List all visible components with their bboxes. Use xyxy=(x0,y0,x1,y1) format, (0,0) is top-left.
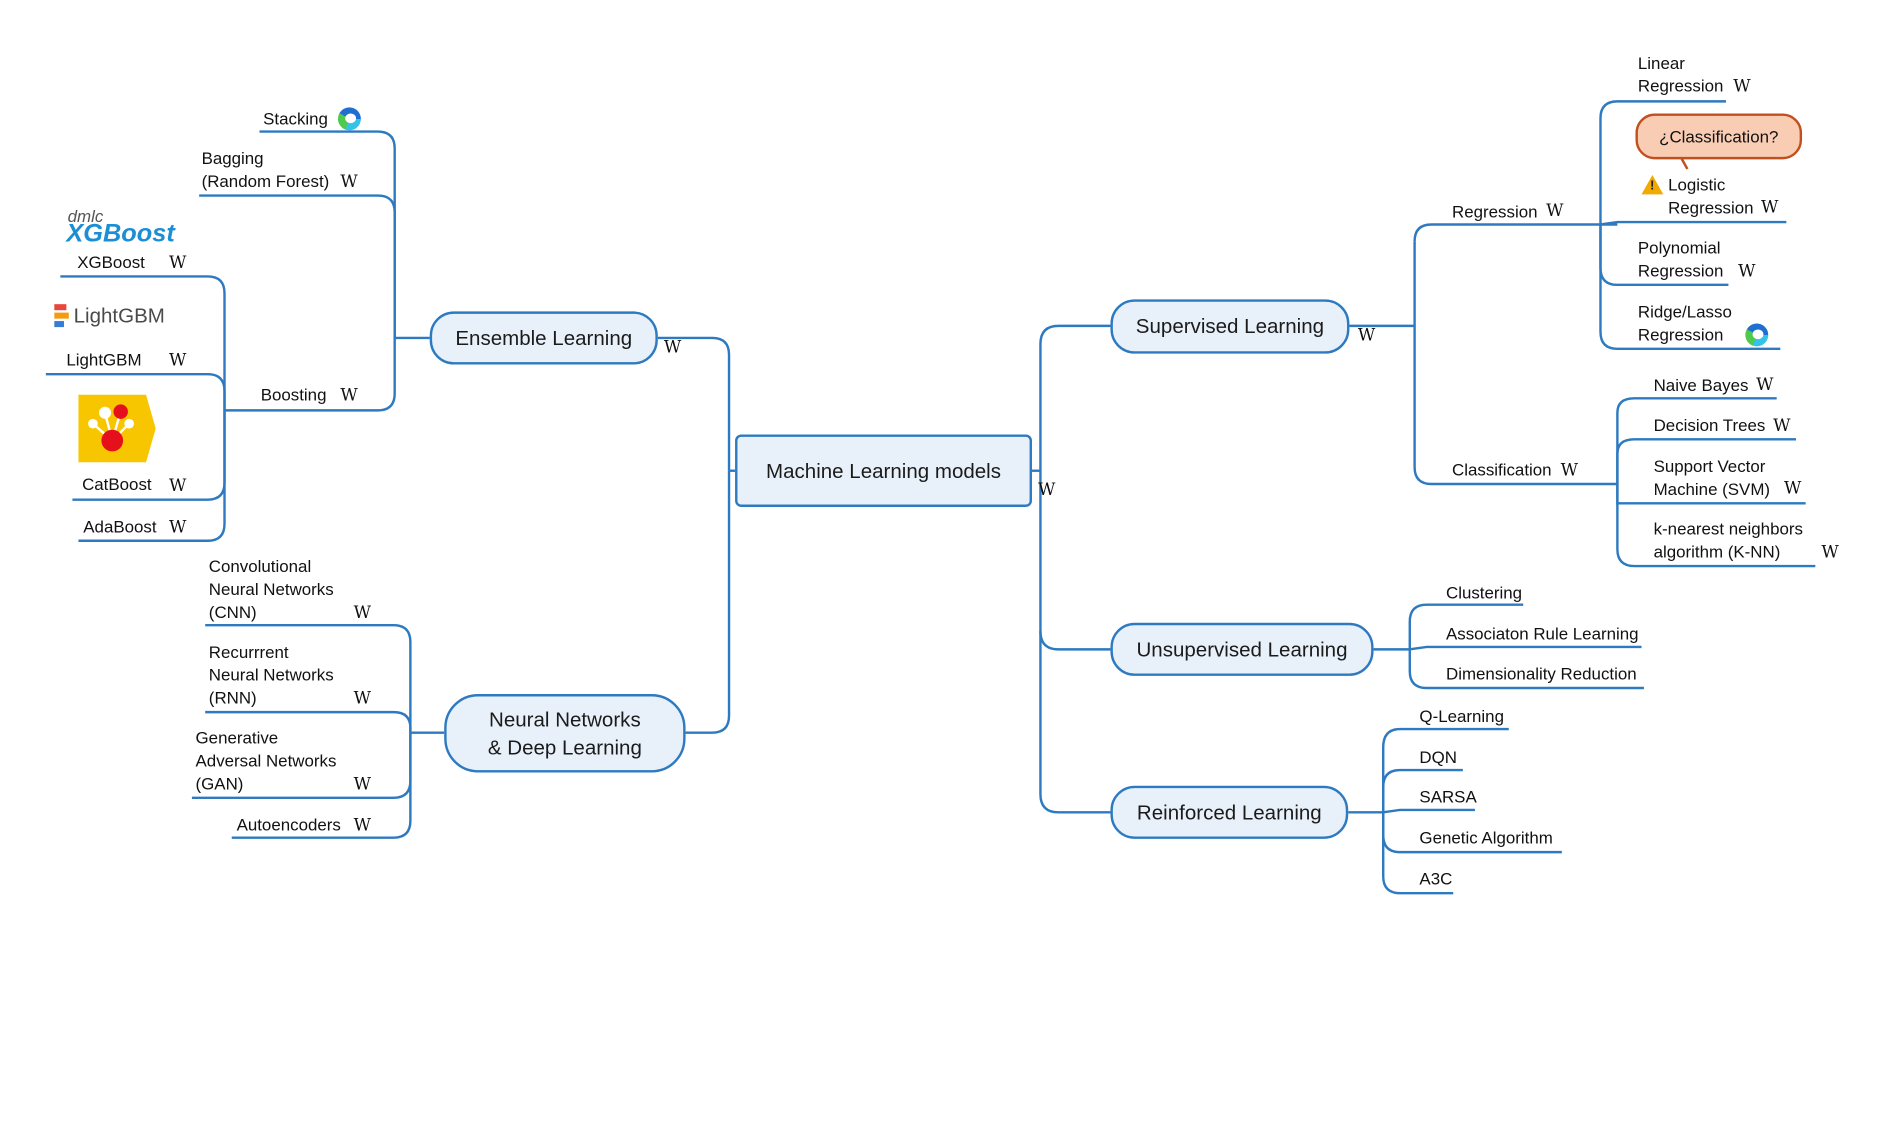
catboost-node[interactable]: CatBoost xyxy=(82,474,152,494)
wikipedia-icon[interactable]: W xyxy=(168,351,187,371)
gan-line-2: Adversal Networks xyxy=(195,750,337,771)
wikipedia-icon[interactable]: W xyxy=(340,386,358,406)
wikipedia-icon[interactable]: W xyxy=(1761,197,1779,218)
linear-regression-line-1: Linear xyxy=(1637,53,1685,73)
gan-node[interactable]: Generative Adversal Networks (GAN) xyxy=(196,727,337,796)
clustering-node[interactable]: Clustering xyxy=(1445,582,1523,603)
ridge-lasso-line-1: Ridge/Lasso xyxy=(1637,301,1732,322)
wikipedia-icon[interactable]: W xyxy=(1756,375,1774,395)
linear-regression-line-2: Regression xyxy=(1637,76,1724,96)
wikipedia-icon[interactable]: W xyxy=(1783,479,1802,499)
regression-label[interactable]: Regression xyxy=(1452,201,1538,221)
polynomial-regression-line-1: Polynomial xyxy=(1637,237,1721,258)
catboost-logo xyxy=(78,394,156,463)
boosting-node[interactable]: Boosting xyxy=(260,385,327,405)
knn-line-2: algorithm (K-NN) xyxy=(1653,541,1781,562)
wikipedia-icon[interactable]: W xyxy=(1821,543,1839,563)
knn-node[interactable]: k-nearest neighbors algorithm (K-NN) xyxy=(1654,518,1803,564)
neural-networks-line-1: Neural Networks xyxy=(489,707,641,731)
neural-networks-line-2: & Deep Learning xyxy=(487,735,642,759)
cnn-line-1: Convolutional xyxy=(208,556,312,576)
warning-icon: ! xyxy=(1641,175,1664,195)
classification-callout[interactable]: ¿Classification? xyxy=(1635,113,1803,160)
wikipedia-icon[interactable]: W xyxy=(1773,416,1791,436)
rnn-line-1: Recurrrent xyxy=(208,642,289,662)
lightgbm-logo-mark xyxy=(54,304,71,328)
wikipedia-icon[interactable]: W xyxy=(168,253,187,273)
decision-trees-node[interactable]: Decision Trees xyxy=(1653,415,1766,435)
polynomial-regression-line-2: Regression xyxy=(1637,260,1724,281)
wikipedia-icon[interactable]: W xyxy=(168,476,187,497)
wikipedia-icon[interactable]: W xyxy=(353,689,372,709)
dimensionality-reduction-node[interactable]: Dimensionality Reduction xyxy=(1445,663,1637,684)
association-rule-learning-node[interactable]: Associaton Rule Learning xyxy=(1445,624,1639,644)
svm-line-1: Support Vector xyxy=(1653,456,1766,476)
reinforced-learning-label: Reinforced Learning xyxy=(1136,800,1322,824)
reinforced-learning-topic[interactable]: Reinforced Learning xyxy=(1110,785,1349,839)
cnn-node[interactable]: Convolutional Neural Networks (CNN) xyxy=(209,555,334,624)
svm-line-2: Machine (SVM) xyxy=(1653,479,1771,499)
wikipedia-icon[interactable]: W xyxy=(1738,261,1756,282)
sarsa-node[interactable]: SARSA xyxy=(1419,786,1477,807)
rnn-line-2: Neural Networks xyxy=(208,665,334,685)
bagging-node[interactable]: Bagging (Random Forest) xyxy=(202,147,330,193)
unsupervised-learning-topic[interactable]: Unsupervised Learning xyxy=(1110,622,1374,676)
q-learning-node[interactable]: Q-Learning xyxy=(1419,706,1504,726)
naive-bayes-node[interactable]: Naive Bayes xyxy=(1653,375,1749,395)
rnn-node[interactable]: Recurrrent Neural Networks (RNN) xyxy=(209,641,334,710)
wikipedia-icon[interactable]: W xyxy=(663,337,682,358)
a3c-node[interactable]: A3C xyxy=(1419,869,1453,889)
xgboost-logo-dmlc: dmlc xyxy=(67,206,104,226)
ridge-lasso-regression-node[interactable]: Ridge/Lasso Regression xyxy=(1638,301,1732,347)
lightgbm-node[interactable]: LightGBM xyxy=(66,350,142,370)
supervised-learning-label: Supervised Learning xyxy=(1135,315,1325,338)
xgboost-logo: XGBoost xyxy=(66,219,175,248)
dqn-node[interactable]: DQN xyxy=(1419,747,1457,767)
wikipedia-icon[interactable]: W xyxy=(1357,325,1376,346)
edge-browser-icon[interactable] xyxy=(337,107,361,131)
cnn-line-2: Neural Networks xyxy=(208,579,334,599)
svm-node[interactable]: Support Vector Machine (SVM) xyxy=(1654,455,1770,501)
wikipedia-icon[interactable]: W xyxy=(1733,77,1751,97)
wikipedia-icon[interactable]: W xyxy=(1546,201,1564,221)
adaboost-node[interactable]: AdaBoost xyxy=(83,516,157,536)
wikipedia-icon[interactable]: W xyxy=(353,774,372,795)
neural-networks-topic[interactable]: Neural Networks & Deep Learning xyxy=(444,694,686,773)
logistic-regression-line-2: Regression xyxy=(1668,197,1754,218)
ensemble-learning-topic[interactable]: Ensemble Learning xyxy=(429,311,658,365)
wikipedia-icon[interactable]: W xyxy=(340,172,358,192)
rnn-line-3: (RNN) xyxy=(208,687,257,708)
mind-map: Machine Learning models W Supervised Lea… xyxy=(45,52,1839,895)
connector-lines xyxy=(45,100,1816,895)
bagging-line-2: (Random Forest) xyxy=(201,171,330,191)
genetic-algorithm-node[interactable]: Genetic Algorithm xyxy=(1419,828,1553,848)
linear-regression-node[interactable]: Linear Regression xyxy=(1638,52,1723,98)
supervised-learning-topic[interactable]: Supervised Learning xyxy=(1110,299,1350,354)
gan-line-3: (GAN) xyxy=(195,773,244,793)
cnn-line-3: (CNN) xyxy=(208,602,257,622)
edge-browser-icon[interactable] xyxy=(1745,323,1769,347)
central-topic[interactable]: Machine Learning models xyxy=(735,434,1032,507)
ridge-lasso-line-2: Regression xyxy=(1637,324,1724,344)
unsupervised-learning-label: Unsupervised Learning xyxy=(1136,637,1348,661)
wikipedia-icon[interactable]: W xyxy=(353,815,372,836)
xgboost-node[interactable]: XGBoost xyxy=(77,252,145,272)
wikipedia-icon[interactable]: W xyxy=(353,603,372,623)
knn-line-1: k-nearest neighbors xyxy=(1653,519,1803,539)
central-topic-label: Machine Learning models xyxy=(766,459,1001,483)
logistic-regression-node[interactable]: Logistic Regression xyxy=(1668,174,1753,220)
bagging-line-1: Bagging xyxy=(201,148,264,168)
classification-callout-text: ¿Classification? xyxy=(1659,126,1779,147)
logistic-regression-line-1: Logistic xyxy=(1668,175,1726,195)
stacking-node[interactable]: Stacking xyxy=(263,108,328,128)
autoencoders-node[interactable]: Autoencoders xyxy=(236,814,341,835)
wikipedia-icon[interactable]: W xyxy=(1560,461,1579,481)
polynomial-regression-node[interactable]: Polynomial Regression xyxy=(1638,237,1723,283)
wikipedia-icon[interactable]: W xyxy=(1038,480,1056,500)
wikipedia-icon[interactable]: W xyxy=(168,517,187,538)
classification-label[interactable]: Classification xyxy=(1452,459,1552,480)
lightgbm-logo: LightGBM xyxy=(73,304,165,328)
ensemble-learning-label: Ensemble Learning xyxy=(455,326,633,350)
gan-line-1: Generative xyxy=(195,727,279,748)
